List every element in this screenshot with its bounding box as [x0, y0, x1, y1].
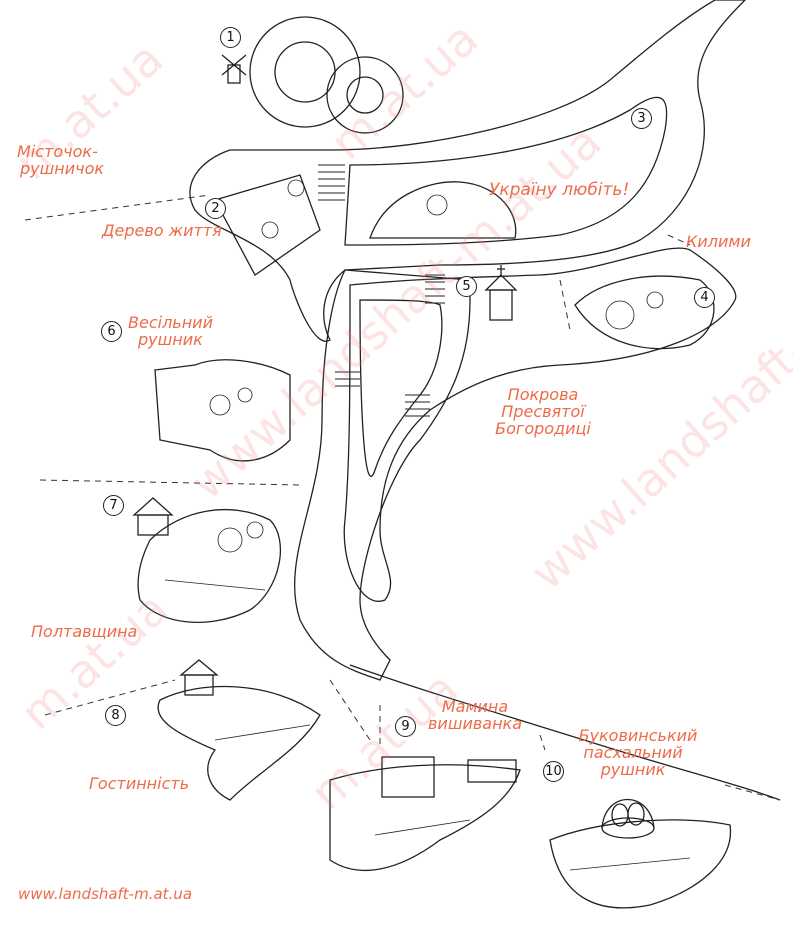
- label-zone-5-line1: Покрова: [507, 385, 579, 404]
- label-mistochok-line2: рушничок: [20, 159, 105, 178]
- house-icon: [132, 497, 219, 696]
- zone-number-4: 4: [694, 287, 715, 308]
- zone-number-1: 1: [220, 27, 241, 48]
- label-zone-7: Полтавщина: [31, 622, 138, 641]
- label-zone-4: Килими: [686, 232, 751, 251]
- zone-3-dome: [369, 181, 517, 239]
- island: [359, 299, 443, 477]
- footer-url[interactable]: www.landshaft-m.at.ua: [18, 885, 193, 903]
- zone-number-6: 6: [101, 321, 122, 342]
- zone-2-bed: [214, 174, 321, 276]
- zone-number-8: 8: [105, 705, 126, 726]
- inner-loop: [343, 247, 737, 602]
- label-zone-3: Україну любіть!: [489, 180, 630, 200]
- label-zone-10-line3: рушник: [600, 760, 666, 779]
- label-zone-2: Дерево життя: [102, 221, 222, 240]
- zone-7-bed: [137, 508, 282, 623]
- church-icon: [484, 265, 518, 321]
- zone-4-bed: [574, 275, 715, 350]
- label-zone-10-line2: пасхальний: [583, 743, 683, 762]
- label-mistochok-line1: Місточок-: [17, 142, 98, 161]
- label-zone-5-line2: Пресвятої: [501, 402, 585, 421]
- zone-number-10: 10: [543, 761, 564, 782]
- zone-number-9: 9: [395, 716, 416, 737]
- windmill-icon: [221, 54, 247, 84]
- upper-path: [189, 0, 746, 342]
- central-path: [293, 269, 471, 681]
- zone-number-5: 5: [456, 276, 477, 297]
- label-zone-5-line3: Богородиці: [495, 419, 591, 438]
- zone-9-bed: [329, 764, 521, 872]
- zone-6-bed: [154, 359, 291, 462]
- zone-8-bed: [157, 685, 321, 801]
- zone-number-2: 2: [205, 198, 226, 219]
- zone-number-3: 3: [631, 108, 652, 129]
- label-zone-8: Гостинність: [89, 774, 190, 793]
- label-zone-10-line1: Буковинський: [578, 726, 698, 745]
- label-zone-6-line2: рушник: [138, 330, 203, 349]
- label-zone-6-line1: Весільний: [128, 313, 213, 332]
- spiral-circle-2: [326, 56, 404, 134]
- spiral-circle-1: [249, 16, 361, 128]
- embroidery-icon: [381, 756, 517, 798]
- label-zone-9-line1: Мамина: [441, 697, 509, 716]
- lower-road-edge: [349, 664, 781, 801]
- zone-3-area: [344, 96, 668, 246]
- zone-number-7: 7: [103, 495, 124, 516]
- basket-icon: [601, 798, 655, 839]
- zone-10-bed: [549, 819, 732, 909]
- label-zone-9-line2: вишиванка: [427, 714, 523, 733]
